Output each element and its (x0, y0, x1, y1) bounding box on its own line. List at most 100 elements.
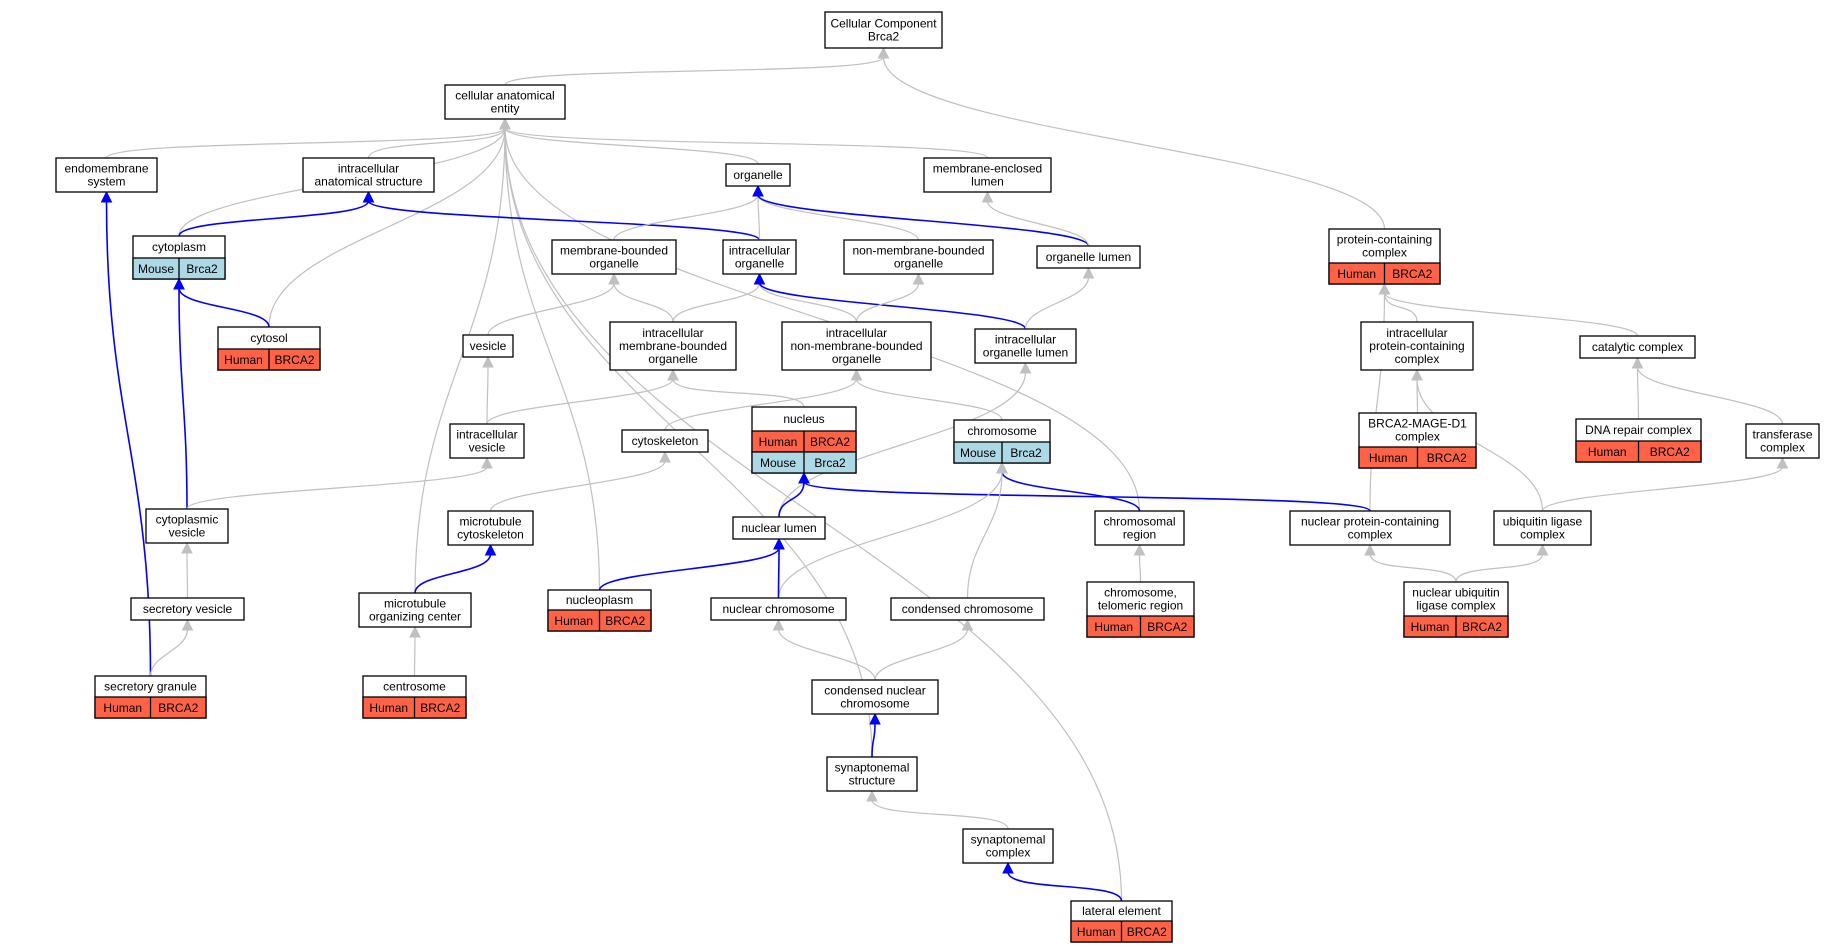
edge-centrosome-to-mtoc (409, 625, 421, 677)
go-term-node-nchrom[interactable]: nuclear chromosome (710, 597, 847, 621)
edge-secvesicle-to-cvesicle (181, 541, 193, 599)
node-label: synaptonemal (835, 761, 910, 775)
go-term-node-olumen[interactable]: organelle lumen (1036, 245, 1141, 269)
edge-cvesicle-to-ivesicle (186, 456, 493, 510)
node-label: cytoskeleton (457, 528, 524, 542)
go-term-node-cytoskeleton[interactable]: cytoskeleton (621, 429, 709, 453)
node-label: lumen (971, 175, 1004, 189)
node-label: membrane-enclosed (933, 162, 1042, 176)
go-term-node-secvesicle[interactable]: secretory vesicle (130, 597, 245, 621)
node-label: vesicle (469, 441, 506, 455)
gene-tag: BRCA2 (1127, 925, 1167, 939)
node-label: condensed chromosome (902, 602, 1034, 616)
node-label: Brca2 (868, 30, 900, 44)
edge-transferase-to-catalytic (1631, 356, 1784, 425)
node-label: BRCA2-MAGE-D1 (1368, 417, 1467, 431)
edge-secgranule-to-secvesicle (149, 618, 194, 677)
go-term-node-catalytic[interactable]: catalytic complex (1579, 335, 1696, 359)
gene-tag: BRCA2 (1392, 267, 1432, 281)
edge-cae-to-root (504, 46, 890, 86)
edge-imbo-to-io (672, 272, 766, 323)
go-term-node-organelle[interactable]: organelle (725, 163, 791, 187)
edge-mtoc-to-mtcyto (414, 543, 497, 594)
node-label: cytoplasm (152, 240, 206, 254)
edge-inmbo-to-nmbo (855, 272, 925, 323)
node-label: organelle (894, 257, 944, 271)
species-tag: Human (1337, 267, 1376, 281)
node-label: Cellular Component (830, 17, 937, 31)
node-label: organelle (832, 352, 882, 366)
node-label: intracellular (729, 244, 790, 258)
node-label: complex (1520, 528, 1565, 542)
node-label: microtubule (384, 597, 446, 611)
edge-mbo-to-organelle (613, 184, 764, 241)
gene-tag: Brca2 (814, 456, 846, 470)
edge-cchrom-to-chromosome (966, 461, 1008, 599)
node-label: organelle lumen (983, 346, 1068, 360)
edge-cnchrom-to-cchrom (874, 618, 974, 681)
gene-tag: BRCA2 (605, 614, 645, 628)
edge-mel-to-cae (499, 117, 989, 159)
species-tag: Human (759, 435, 798, 449)
species-tag: Mouse (960, 446, 996, 460)
species-tag: Human (1369, 451, 1408, 465)
node-label: complex (986, 846, 1031, 860)
node-label: vesicle (169, 526, 206, 540)
go-term-node-cchrom[interactable]: condensed chromosome (890, 597, 1045, 621)
species-tag: Human (1588, 445, 1627, 459)
node-label: complex (1362, 246, 1407, 260)
edge-nucleoplasm-to-nlumen (598, 537, 785, 591)
node-label: chromosome (967, 424, 1037, 438)
node-label: anatomical structure (314, 175, 422, 189)
node-label: cellular anatomical (455, 89, 554, 103)
edge-iol-to-olumen (1024, 266, 1095, 330)
node-label: centrosome (383, 680, 446, 694)
node-label: transferase (1752, 428, 1812, 442)
edge-nuclig-to-npcc (1364, 543, 1457, 583)
node-label: secretory granule (104, 680, 197, 694)
edge-ivesicle-to-vesicle (482, 355, 494, 425)
node-label: secretory vesicle (143, 602, 233, 616)
go-term-node-nlumen[interactable]: nuclear lumen (732, 516, 826, 540)
go-term-node-inmbo[interactable]: intracellularnon-membrane-boundedorganel… (781, 321, 932, 371)
go-term-node-vesicle[interactable]: vesicle (462, 334, 514, 358)
node-label: non-membrane-bounded (790, 339, 922, 353)
node-label: intracellular (826, 326, 887, 340)
edge-cytoplasm-to-ias (178, 190, 375, 237)
